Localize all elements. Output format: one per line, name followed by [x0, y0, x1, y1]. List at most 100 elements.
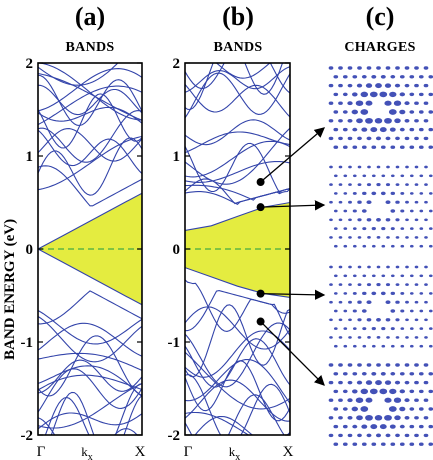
charge-lobe — [329, 218, 333, 222]
charge-lobe — [380, 442, 386, 446]
charge-lobe — [424, 165, 428, 169]
charge-lobe — [362, 191, 367, 196]
charge-lobe — [418, 127, 424, 132]
x-tick-gamma: Γ — [37, 444, 46, 460]
charge-density-map — [328, 66, 433, 149]
charge-lobe — [357, 336, 362, 339]
charge-lobe — [385, 218, 391, 222]
charge-lobe — [404, 363, 410, 367]
charge-lobe — [428, 127, 433, 132]
charge-lobe — [381, 327, 386, 331]
charge-lobe — [409, 145, 415, 149]
charge-lobe — [328, 119, 334, 123]
charge-lobe — [414, 318, 419, 322]
charge-lobe — [348, 336, 352, 339]
charge-lobe — [343, 244, 348, 248]
charge-lobe — [360, 388, 369, 395]
charge-lobe — [338, 101, 343, 105]
charge-lobe — [371, 227, 376, 231]
charge-lobe — [376, 218, 381, 222]
band-line — [185, 279, 290, 336]
charge-lobe — [381, 244, 386, 248]
charge-lobe — [409, 209, 414, 213]
band-line — [38, 365, 142, 398]
charge-lobe — [376, 318, 381, 322]
charge-lobe — [371, 174, 376, 178]
charge-lobe — [414, 136, 419, 141]
charge-lobe — [409, 407, 415, 411]
charge-lobe — [386, 336, 390, 339]
charge-lobe — [357, 363, 362, 367]
charge-density-map — [329, 165, 433, 248]
charge-lobe — [419, 309, 424, 313]
band-line — [38, 335, 142, 397]
charge-lobe — [395, 200, 400, 204]
charge-lobe — [375, 83, 382, 89]
charge-lobe — [390, 227, 395, 231]
charge-lobe — [380, 371, 386, 376]
charge-lobe — [409, 127, 415, 132]
charge-lobe — [343, 309, 348, 313]
charge-lobe — [361, 309, 367, 313]
panel-b-letter: (b) — [222, 2, 254, 31]
charge-lobe — [333, 244, 338, 248]
charge-lobe — [367, 336, 371, 339]
charge-lobe — [385, 363, 391, 367]
charge-lobe — [428, 145, 433, 149]
charge-lobe — [400, 174, 405, 178]
charge-lobe — [380, 145, 386, 149]
charge-lobe — [418, 372, 424, 376]
charge-lobe — [428, 192, 433, 195]
band-line — [185, 306, 290, 350]
charge-lobe — [385, 300, 391, 305]
charge-lobe — [414, 66, 419, 70]
charge-lobe — [400, 291, 405, 295]
charge-lobe — [338, 380, 343, 385]
charge-lobe — [390, 291, 396, 296]
charge-lobe — [328, 136, 334, 141]
charge-lobe — [338, 136, 343, 141]
charge-lobe — [361, 209, 367, 213]
band-line — [44, 383, 142, 435]
charge-lobe — [384, 117, 392, 124]
charge-lobe — [365, 117, 373, 124]
charge-lobe — [351, 406, 359, 412]
band-line — [185, 322, 290, 388]
charge-lobe — [347, 433, 353, 438]
band-line — [50, 391, 142, 435]
charge-lobe — [352, 442, 358, 446]
charge-lobe — [351, 389, 358, 394]
charge-lobe — [328, 398, 334, 402]
charge-lobe — [356, 380, 363, 385]
charge-lobe — [385, 200, 391, 205]
charge-lobe — [352, 145, 358, 149]
charge-lobe — [399, 406, 406, 412]
charge-lobe — [333, 407, 339, 411]
charge-lobe — [338, 300, 343, 304]
band-line — [185, 72, 290, 119]
charge-lobe — [384, 397, 392, 403]
charge-lobe — [347, 66, 353, 70]
charge-lobe — [375, 136, 382, 141]
charge-lobe — [414, 283, 419, 286]
x-tick-subscript: x — [235, 452, 240, 460]
charge-lobe — [419, 227, 424, 230]
charge-lobe — [400, 274, 405, 278]
charge-lobe — [352, 372, 358, 376]
charge-lobe — [423, 433, 429, 438]
charge-lobe — [428, 244, 433, 248]
charge-lobe — [333, 75, 339, 79]
band-line — [38, 412, 142, 430]
charge-lobe — [400, 244, 405, 248]
charge-lobe — [409, 227, 414, 230]
charge-lobe — [424, 318, 428, 322]
charge-lobe — [381, 227, 386, 231]
charge-lobe — [347, 380, 353, 385]
charge-lobe — [333, 389, 339, 394]
charge-lobe — [390, 209, 396, 213]
charge-lobe — [400, 209, 405, 213]
charge-lobe — [390, 145, 396, 149]
charge-lobe — [385, 283, 391, 287]
charge-lobe — [428, 372, 433, 376]
charge-lobe — [329, 200, 333, 204]
